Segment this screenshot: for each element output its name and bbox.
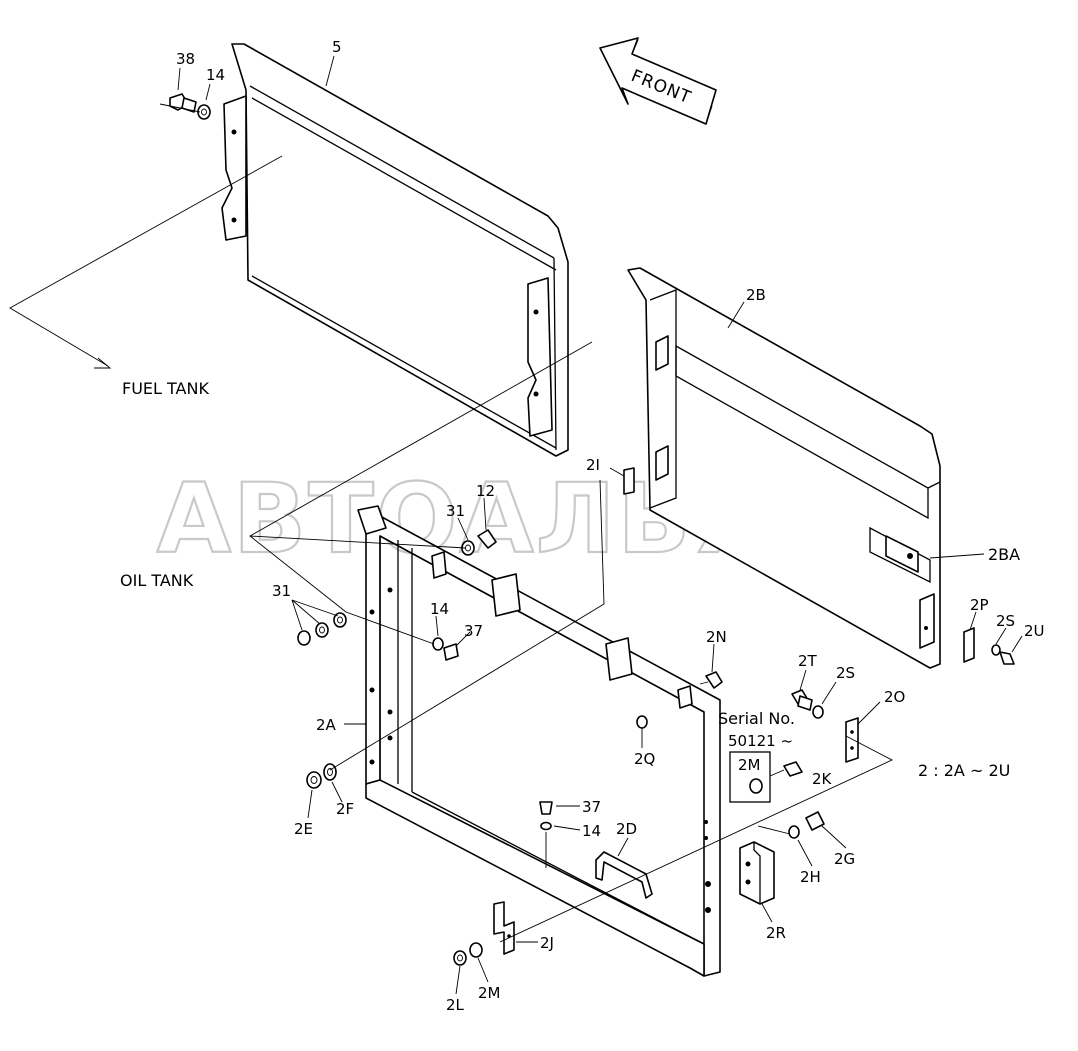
callout-labels: 38 14 5 2B 2I 12 31 31 14 37 2A 2E 2F 2B…: [176, 38, 1045, 1014]
callout-2H: 2H: [800, 868, 821, 886]
oil-tank-label: OIL TANK: [120, 571, 194, 590]
callout-2Q: 2Q: [634, 750, 655, 768]
callout-2M: 2M: [478, 984, 501, 1002]
bolt-2G: [805, 811, 825, 831]
callout-2T: 2T: [798, 652, 818, 670]
callout-2BA: 2BA: [988, 545, 1020, 564]
callout-5: 5: [332, 38, 342, 56]
callout-2J: 2J: [540, 934, 554, 952]
callout-31-left: 31: [272, 582, 291, 600]
washer-14-mid: [432, 637, 444, 651]
bolt-38-top: [169, 93, 197, 113]
serial-label-line2: 50121 ~: [728, 732, 793, 750]
callout-2L: 2L: [446, 996, 465, 1014]
callout-2E: 2E: [294, 820, 313, 838]
callout-2A: 2A: [316, 716, 337, 734]
cover-panel-5: [221, 43, 569, 457]
serial-label-line1: Serial No.: [718, 709, 795, 728]
washer-2S: [812, 705, 824, 719]
callout-2R: 2R: [766, 924, 786, 942]
bolt-37-low: [539, 801, 553, 815]
clip-2I: [623, 467, 635, 495]
fuel-tank-label: FUEL TANK: [122, 379, 209, 398]
plate-2J: [493, 901, 515, 955]
callout-2O: 2O: [884, 688, 905, 706]
callout-2K: 2K: [812, 770, 833, 788]
callout-2D: 2D: [616, 820, 637, 838]
callout-38: 38: [176, 50, 195, 68]
callout-37-mid: 37: [464, 622, 483, 640]
callout-2N: 2N: [706, 628, 727, 646]
bolt-2T: [791, 689, 813, 711]
handle-2D: [595, 851, 653, 899]
plate-2O: [845, 717, 859, 763]
washer-2S-right: [991, 644, 1001, 656]
bolt-37-mid: [443, 643, 459, 661]
washer-2H: [788, 825, 800, 839]
front-direction-arrow: FRONT: [599, 37, 717, 125]
callout-37-low: 37: [582, 798, 601, 816]
washer-2M: [469, 942, 483, 958]
leader-lines: [9, 55, 1023, 995]
plate-2P: [963, 627, 975, 663]
callout-14-low: 14: [582, 822, 601, 840]
callout-12: 12: [476, 482, 495, 500]
callout-14-top: 14: [206, 66, 225, 84]
nut-2L: [453, 950, 467, 966]
callout-2F: 2F: [336, 800, 354, 818]
callout-2P: 2P: [970, 596, 989, 614]
nut-2E: [306, 771, 322, 789]
washer-14-low: [540, 821, 552, 831]
washers-31-left: [297, 612, 347, 646]
callout-2I: 2I: [586, 456, 600, 474]
callout-14-mid: 14: [430, 600, 449, 618]
callout-2S-right: 2S: [996, 612, 1015, 630]
bolt-2K: [783, 761, 803, 777]
callout-2S: 2S: [836, 664, 855, 682]
bolt-12: [477, 529, 497, 549]
nut-2Q: [636, 715, 648, 729]
callout-2M-box: 2M: [738, 756, 761, 774]
washer-2F: [323, 763, 337, 781]
callout-31-top: 31: [446, 502, 465, 520]
range-note: 2 : 2A ~ 2U: [918, 761, 1010, 780]
callout-2B: 2B: [746, 286, 766, 304]
callout-2G: 2G: [834, 850, 855, 868]
serial-box-2M: [729, 751, 771, 803]
bolt-2U: [999, 651, 1015, 665]
knob-2N: [699, 671, 723, 689]
bracket-2R: [739, 841, 775, 905]
cover-panel-2B: [627, 267, 941, 669]
callout-2U: 2U: [1024, 622, 1045, 640]
frame-2A: [357, 505, 721, 977]
